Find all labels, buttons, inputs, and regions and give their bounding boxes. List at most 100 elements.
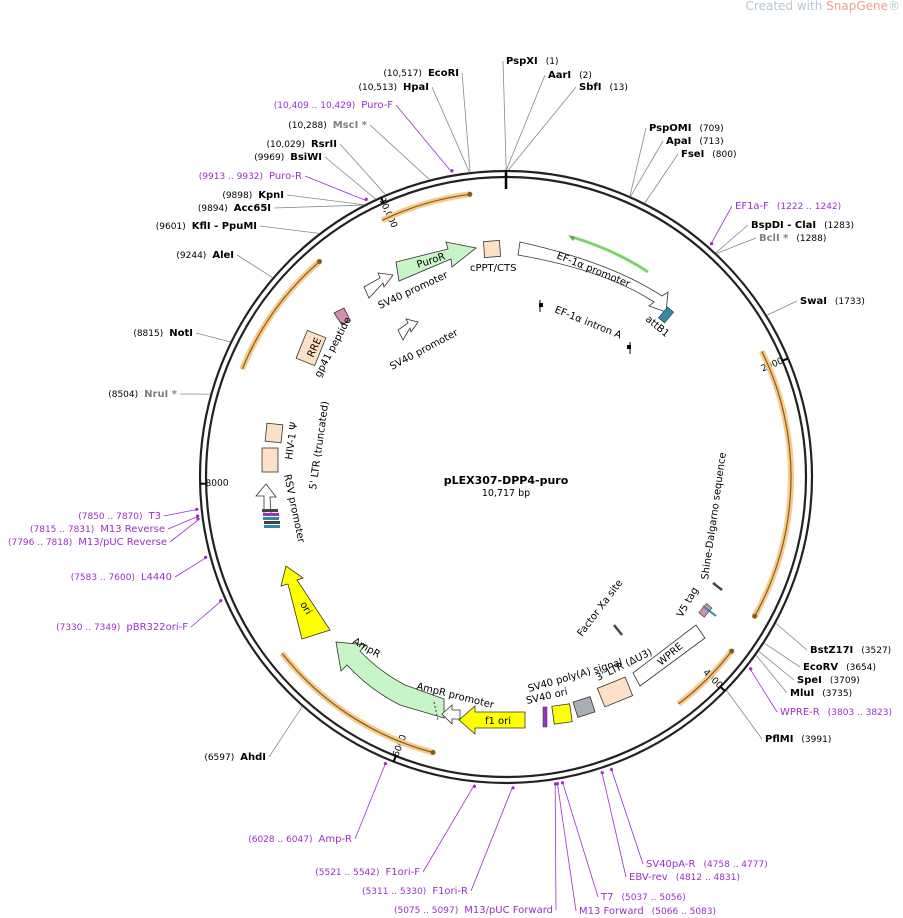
factor-xa-marker [613, 624, 623, 636]
site-name: NruI * [144, 389, 178, 400]
primer-leader-line [174, 556, 208, 578]
primer-range: (3803 .. 3823) [828, 708, 892, 718]
plasmid-size: 10,717 bp [482, 488, 530, 499]
primer-name: Amp-R [319, 834, 353, 845]
primer-label-f1orif: (5521 .. 5542)F1ori-F [315, 867, 420, 878]
site-leader-line [236, 254, 273, 278]
site-name: SpeI [797, 675, 822, 686]
tick-mark [719, 686, 726, 692]
snapgene-watermark: Created with SnapGene® [745, 0, 900, 13]
ef1a-promoter-highlight [571, 235, 649, 274]
sv40-promoter-label-2: SV40 promoter [388, 327, 461, 373]
site-leader-line [629, 127, 647, 197]
site-name: KflI - PpuMI [192, 221, 257, 232]
gp41-box [333, 307, 351, 326]
site-label-bstz17i: BstZ17I(3527) [810, 645, 891, 656]
site-position: (3654) [846, 663, 876, 673]
rsv-promoter-label: RSV promoter [281, 473, 306, 544]
primer-leader-line [556, 781, 577, 912]
site-label-bcli: BclI *(1288) [759, 233, 826, 244]
site-name: AarI [548, 70, 571, 81]
site-name: PspXI [506, 56, 538, 67]
orf-arrowhead [752, 613, 758, 619]
hiv-psi-label: HIV-1 Ψ [284, 421, 300, 460]
site-label-mlui: MluI(3735) [790, 688, 852, 699]
primer-leader-line [422, 784, 475, 873]
primer-marker [219, 599, 223, 603]
site-position: (709) [699, 124, 723, 134]
site-leader-line [431, 86, 470, 173]
primer-leader-line [748, 667, 778, 713]
primer-leader-line [354, 761, 387, 840]
site-position: (8815) [133, 329, 163, 339]
shine-label: Shine-Dalgarno sequence [700, 452, 729, 581]
primer-label-m13fwd: M13 Forward(5066 .. 5083) [579, 906, 716, 917]
primer-label-l4440: (7583 .. 7600)L4440 [71, 572, 172, 583]
ef1a-intron-marker [539, 300, 631, 354]
primer-name: L4440 [141, 572, 172, 583]
primer-label-sv40par: SV40pA-R(4758 .. 4777) [646, 859, 768, 870]
site-leader-line [766, 300, 798, 316]
rre-box [295, 329, 327, 367]
v5-label: V5 tag [675, 586, 701, 620]
primer-name: SV40pA-R [646, 859, 695, 870]
attb1-box [658, 306, 674, 324]
primer-leader-line [470, 785, 514, 892]
primer-name: T7 [600, 892, 613, 903]
primer-name: pBR322ori-F [126, 622, 188, 633]
site-label-msci: (10,288)MscI * [288, 120, 368, 131]
site-position: (2) [579, 71, 592, 81]
f1-ori-arrow [458, 705, 526, 735]
site-label-pspxi: PspXI (1) [506, 56, 558, 67]
site-name: Acc65I [234, 203, 271, 214]
site-leader-line [644, 153, 679, 204]
primer-leader-line [601, 770, 627, 878]
site-name: FseI [681, 149, 704, 160]
primer-marker [195, 514, 200, 518]
primer-marker [196, 517, 200, 521]
primer-marker [511, 786, 515, 790]
site-name: NotI [169, 328, 193, 339]
orf-arc-line [241, 261, 320, 370]
orf-arrowhead [729, 648, 735, 654]
primer-range: (7330 .. 7349) [56, 623, 120, 633]
primer-range: (5311 .. 5330) [362, 887, 426, 897]
site-leader-line [630, 140, 664, 197]
site-position: (9898) [222, 191, 252, 201]
primer-range: (7850 .. 7870) [78, 512, 142, 522]
primer-name: M13 Reverse [100, 524, 165, 535]
site-position: (1) [546, 57, 559, 67]
primer-leader-line [561, 780, 599, 898]
primer-leader-line [610, 767, 644, 865]
hiv-psi-box [264, 422, 284, 444]
sv40-polya-box [572, 696, 596, 718]
ltr3-box [596, 676, 634, 708]
primer-marker [472, 784, 477, 788]
site-name: ApaI [666, 136, 691, 147]
primer-name: EF1a-F [735, 201, 769, 212]
small-feature-stack [262, 509, 280, 528]
primer-name: EBV-rev [629, 872, 668, 883]
site-label-bsiwi: (9969)BsiWI [254, 152, 322, 163]
orf-arc-line [381, 193, 470, 221]
orf-arcs [239, 191, 794, 756]
site-name: HpaI [403, 82, 429, 93]
ef1a-intron-label: EF-1α intron A [553, 305, 623, 342]
site-label-nrui: (8504)NruI * [108, 389, 178, 400]
ampr-promoter-arrow [441, 704, 461, 725]
site-leader-line [286, 194, 365, 206]
ltr5-label: 5' LTR (truncated) [308, 400, 331, 490]
site-position: (13) [609, 83, 627, 93]
primer-name: WPRE-R [780, 707, 820, 718]
shine-marker [712, 582, 723, 591]
site-position: (10,517) [383, 69, 422, 79]
primer-name: F1ori-R [432, 886, 468, 897]
primer-range: (5075 .. 5097) [394, 906, 458, 916]
primer-leader-line [554, 782, 557, 911]
site-name: MluI [790, 688, 814, 699]
sv40-ori-box [551, 703, 573, 725]
site-leader-line [505, 74, 546, 171]
site-leader-line [461, 72, 471, 173]
site-label-ecorv: EcoRV(3654) [803, 662, 876, 673]
